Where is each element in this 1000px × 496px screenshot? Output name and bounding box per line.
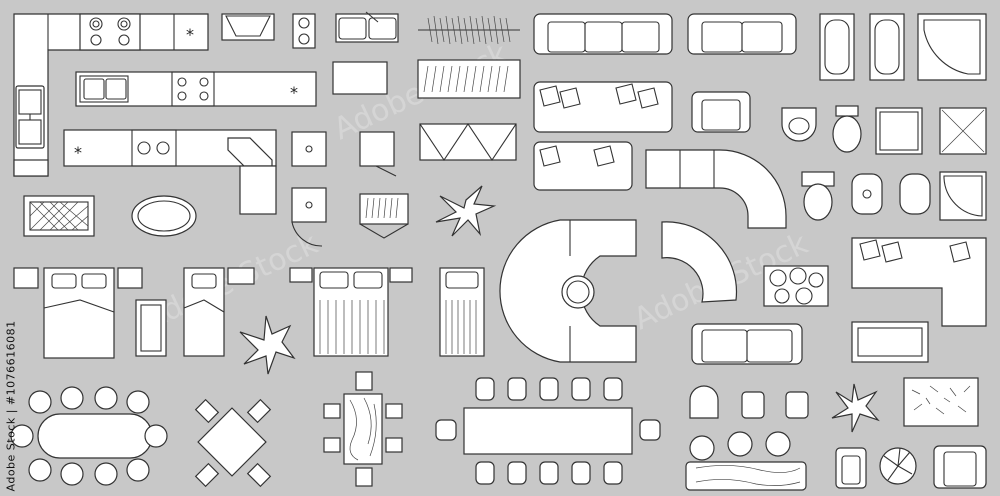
stock-caption-text: Adobe Stock | #1076616081	[4, 320, 18, 492]
planter-icon	[418, 15, 520, 45]
shower-tray-icon	[875, 107, 923, 155]
rug-icon	[903, 377, 979, 427]
kitchen-counter-icon: *	[63, 129, 277, 215]
sofa-icon	[533, 13, 673, 55]
svg-text:*: *	[74, 143, 82, 162]
bidet-icon	[851, 173, 883, 215]
kitchen-L-icon: *	[13, 13, 209, 177]
svg-text:*: *	[186, 25, 194, 44]
bed-icon	[439, 267, 485, 357]
curved-sofa-icon	[645, 149, 787, 229]
shower-tray-icon	[939, 171, 987, 221]
plant-icon	[239, 315, 296, 375]
dining-table-icon	[435, 377, 661, 485]
planter-icon	[417, 59, 521, 99]
tv-icon	[332, 61, 388, 95]
chair-icon	[835, 447, 867, 489]
sofa-icon	[691, 323, 803, 365]
dining-table-icon	[10, 386, 168, 486]
rug-icon	[23, 195, 95, 237]
round-sectional-sofa-icon	[499, 219, 637, 363]
bed-icon	[13, 267, 143, 359]
rug-icon	[851, 321, 929, 363]
bathtub-icon	[819, 13, 855, 81]
planter-icon	[419, 123, 517, 161]
armchair-icon	[933, 445, 987, 489]
bed-icon	[183, 267, 255, 357]
shower-tray-icon	[939, 107, 987, 155]
plant-icon	[831, 383, 880, 433]
cooktop-icon	[292, 13, 316, 49]
armchair-icon	[691, 91, 751, 133]
dining-table-icon	[194, 398, 272, 488]
door-icon	[291, 187, 327, 247]
toilet-icon	[899, 173, 931, 215]
toilet-icon	[832, 105, 862, 153]
bed-icon	[289, 267, 413, 357]
sofa-with-pillows-icon	[533, 81, 673, 133]
round-table-icon	[131, 195, 197, 237]
coffee-table-icon	[763, 265, 829, 307]
plant-icon	[435, 185, 497, 237]
kitchen-counter-icon: *	[75, 71, 317, 107]
curved-sofa-icon	[661, 221, 738, 303]
armchair-icon	[689, 385, 719, 419]
dining-table-icon	[323, 371, 403, 487]
svg-text:*: *	[290, 83, 298, 102]
appliance-icon	[291, 131, 327, 167]
corner-bathtub-icon	[917, 13, 987, 81]
sofa-with-pillows-icon	[533, 141, 633, 191]
sofa-icon	[687, 13, 797, 55]
bathtub-icon	[869, 13, 905, 81]
washbasin-icon	[781, 107, 817, 142]
chair-icon	[785, 391, 809, 419]
door-icon	[359, 131, 397, 177]
corner-sofa-icon	[851, 237, 987, 327]
sink-icon	[335, 11, 399, 43]
stock-caption: Adobe Stock | #1076616081	[2, 300, 20, 496]
bar-counter-icon	[685, 461, 807, 491]
bench-icon	[135, 299, 167, 357]
planter-icon	[359, 193, 409, 239]
pot-icon	[221, 13, 275, 41]
chair-icon	[741, 391, 765, 419]
toilet-icon	[801, 171, 835, 221]
plant-icon	[879, 447, 917, 485]
bar-stool-icon	[689, 431, 791, 461]
